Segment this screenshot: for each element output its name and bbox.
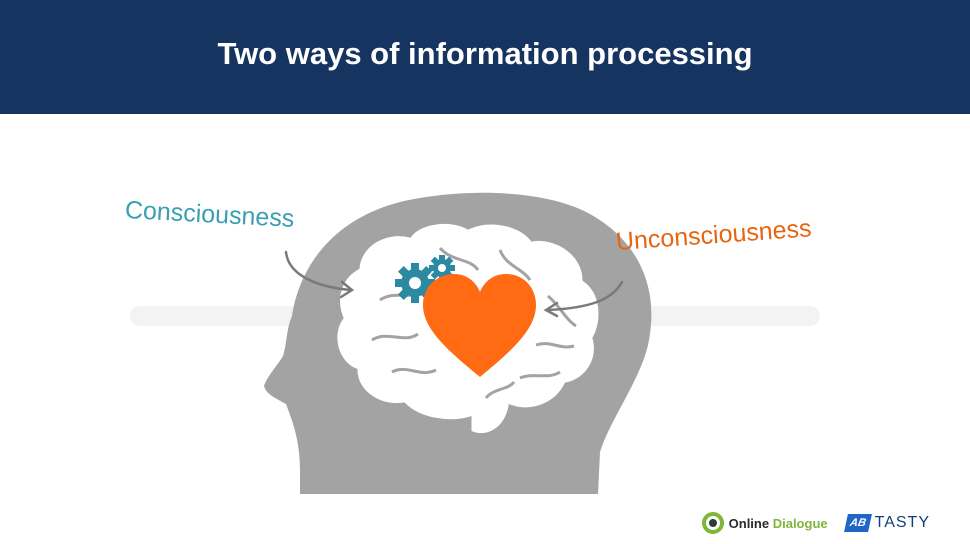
logo-od-word1: Online: [728, 515, 770, 531]
ab-tasty-logo: AB TASTY: [843, 514, 930, 532]
heart-icon: [423, 274, 536, 377]
footer-logos: Online Dialogue AB TASTY: [701, 512, 930, 534]
ab-tasty-word: TASTY: [874, 514, 930, 531]
logo-od-word2: Dialogue: [772, 515, 828, 531]
arrow-icon: [284, 250, 624, 318]
slide-title: Two ways of information processing: [217, 36, 753, 71]
ab-tasty-logo-icon: AB: [843, 514, 872, 532]
online-dialogue-logo: Online Dialogue: [701, 512, 828, 534]
slide-header: Two ways of information processing: [0, 0, 970, 114]
head-brain-illustration: [130, 192, 820, 494]
online-dialogue-logo-icon: [701, 512, 724, 534]
